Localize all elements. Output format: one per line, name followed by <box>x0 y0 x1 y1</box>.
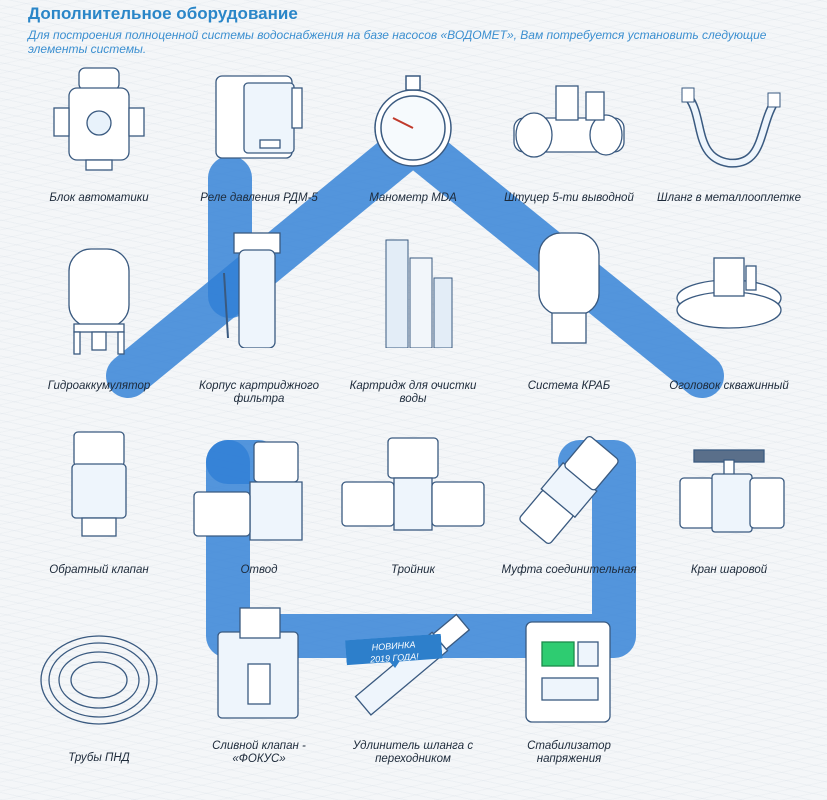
item-check-valve: Обратный клапан <box>24 430 174 590</box>
item-drain-valve: Сливной клапан - «ФОКУС» <box>184 604 334 765</box>
item-label: Шланг в металлооплетке <box>657 192 801 204</box>
item-label: Манометр MDA <box>369 192 457 204</box>
hydroaccumulator-icon <box>68 248 130 355</box>
manometer-icon <box>374 75 452 167</box>
pressure-relay-icon <box>215 75 303 159</box>
tee-fitting-icon <box>341 437 485 531</box>
item-label: Картридж для очистки воды <box>349 380 477 405</box>
item-label: Сливной клапан - «ФОКУС» <box>212 740 306 765</box>
automation-block-icon <box>53 67 145 171</box>
ball-valve-icon <box>679 449 785 533</box>
item-label: Муфта соединительная <box>501 564 637 576</box>
drain-valve-icon <box>217 607 299 719</box>
item-label: Стабилизатор напряжения <box>527 740 611 765</box>
item-water-cartridge: Картридж для очистки воды <box>338 228 488 405</box>
item-krab-system: Система КРАБ <box>494 228 644 392</box>
coupling-icon <box>519 435 619 545</box>
item-label: Блок автоматики <box>49 192 149 204</box>
filter-housing-icon <box>223 232 281 348</box>
intro-text: Для построения полноценной системы водос… <box>28 28 767 56</box>
item-label: Трубы ПНД <box>68 752 130 764</box>
item-label: Реле давления РДМ-5 <box>200 192 318 204</box>
item-label: Тройник <box>391 564 435 576</box>
item-label: Обратный клапан <box>49 564 149 576</box>
item-well-head: Оголовок скважинный <box>654 228 804 392</box>
item-label: Штуцер 5-ти выводной <box>504 192 634 204</box>
item-braided-hose: Шланг в металлооплетке <box>654 58 804 218</box>
item-elbow-fitting: Отвод <box>184 430 334 590</box>
braided-hose-icon <box>681 87 781 168</box>
item-voltage-stabilizer: Стабилизатор напряжения <box>494 604 644 765</box>
hdpe-pipe-coil-icon <box>40 635 158 725</box>
krab-system-icon <box>538 232 600 344</box>
item-automation-block: Блок автоматики <box>24 58 174 218</box>
item-label: Корпус картриджного фильтра <box>199 380 319 405</box>
elbow-fitting-icon <box>193 441 303 541</box>
item-manometer: Манометр MDA <box>338 58 488 218</box>
item-label: Кран шаровой <box>690 564 768 576</box>
well-head-icon <box>676 257 782 329</box>
item-tee-fitting: Тройник <box>338 430 488 590</box>
check-valve-icon <box>71 431 127 537</box>
item-pressure-relay: Реле давления РДМ-5 <box>184 58 334 218</box>
item-filter-housing: Корпус картриджного фильтра <box>184 228 334 405</box>
item-coupling: Муфта соединительная <box>494 430 644 590</box>
item-label: Гидроаккумулятор <box>47 380 151 392</box>
item-five-outlet-fitting: Штуцер 5-ти выводной <box>494 58 644 218</box>
item-label: Удлинитель шланга с переходником <box>352 740 474 765</box>
water-cartridge-icon <box>385 239 453 348</box>
item-ball-valve: Кран шаровой <box>654 430 804 590</box>
item-label: Система КРАБ <box>527 380 611 392</box>
item-hdpe-pipe: Трубы ПНД <box>24 618 174 778</box>
item-hydroaccumulator: Гидроаккумулятор <box>24 244 174 404</box>
page-title: Дополнительное оборудование <box>28 4 298 23</box>
five-outlet-fitting-icon <box>513 85 625 158</box>
voltage-stabilizer-icon <box>525 621 611 723</box>
item-label: Отвод <box>240 564 278 576</box>
item-hose-extender: Удлинитель шланга с переходником <box>338 604 488 765</box>
item-label: Оголовок скважинный <box>669 380 789 392</box>
